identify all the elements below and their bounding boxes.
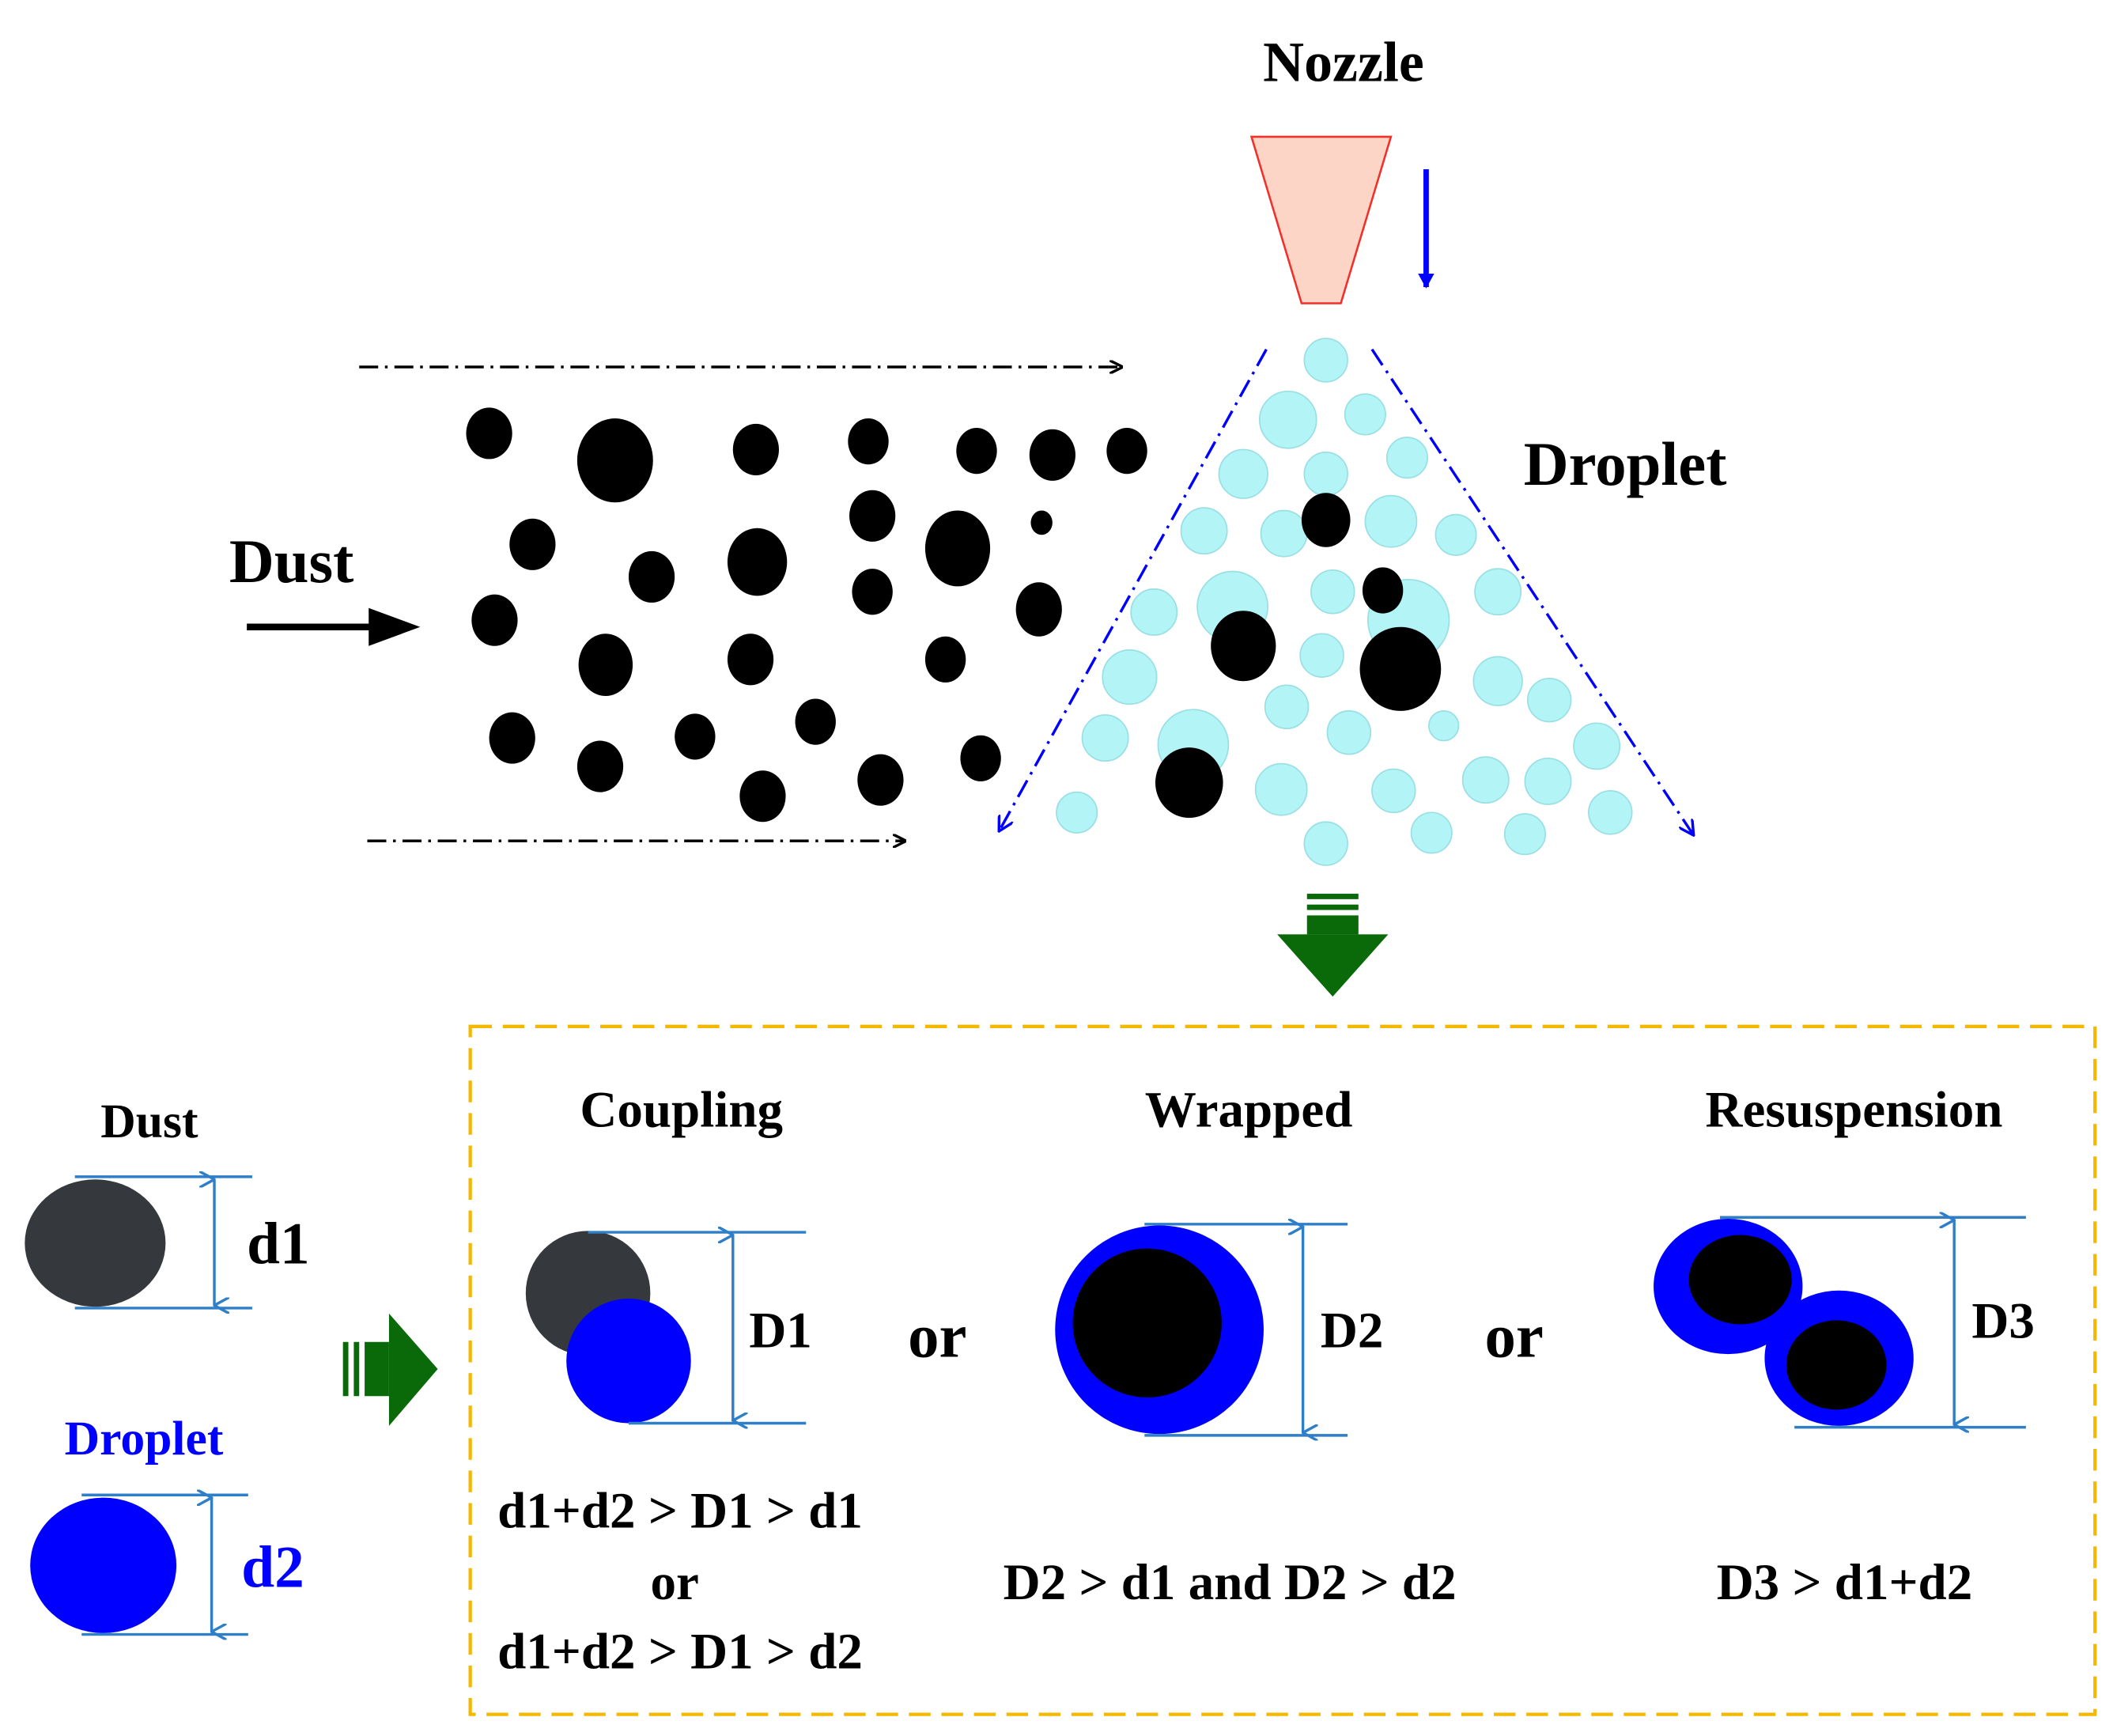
droplet [1410, 811, 1453, 854]
nozzle-label: Nozzle [1263, 31, 1424, 94]
spray-edge-right [1370, 348, 1693, 834]
dust-particle [857, 754, 904, 806]
dust-particle [1301, 493, 1351, 547]
dust-particle [727, 528, 788, 596]
coupling-condition-or: or [650, 1554, 698, 1611]
dust-particle [848, 418, 889, 465]
D1-label: D1 [749, 1303, 811, 1360]
droplet [1588, 790, 1633, 835]
dust-particle [471, 594, 518, 646]
dust-particle [466, 407, 512, 460]
dust-particle [578, 634, 633, 697]
dust-particle [576, 418, 653, 503]
droplet [1303, 821, 1348, 866]
droplet [1130, 588, 1178, 636]
dust-particle [849, 490, 896, 542]
dust-particle [739, 770, 786, 823]
dust-particle [509, 518, 556, 570]
dust-particle [924, 510, 991, 587]
droplet-top-label: Droplet [1524, 430, 1727, 499]
coupling-droplet [566, 1298, 691, 1424]
spray-edge-left [1000, 348, 1268, 830]
dust-legend-label: Dust [100, 1095, 198, 1148]
droplet-legend-particle [30, 1497, 177, 1633]
resuspension-dust-1 [1688, 1235, 1792, 1325]
droplet [1364, 494, 1418, 548]
dust-particle [1362, 567, 1404, 614]
droplet [1472, 656, 1523, 706]
droplet [1299, 633, 1344, 678]
resuspension-condition: D3 > d1+d2 [1717, 1554, 1973, 1611]
dust-particle [1106, 428, 1147, 475]
droplet [1056, 791, 1098, 834]
dust-particle [1015, 582, 1062, 637]
dust-particle [795, 698, 836, 745]
D2-label: D2 [1321, 1303, 1384, 1360]
dust-particle [1029, 429, 1075, 481]
dust-particle [675, 713, 716, 760]
dust-particle [956, 428, 997, 475]
droplet [1310, 569, 1355, 615]
dust-particle [852, 569, 893, 615]
coupling-condition-2: d1+d2 > D1 > d2 [497, 1623, 863, 1680]
droplet [1303, 452, 1348, 497]
resuspension-dust-2 [1786, 1320, 1887, 1410]
dust-particle [924, 636, 966, 683]
spray-droplets [1056, 338, 1633, 866]
wrapped-dust [1072, 1248, 1222, 1397]
droplet-legend-label: Droplet [65, 1412, 224, 1466]
wrapped-title: Wrapped [1145, 1082, 1353, 1139]
droplet [1385, 437, 1428, 479]
dust-particle [1155, 747, 1223, 819]
droplet [1303, 338, 1348, 383]
outcomes-box [468, 1024, 2097, 1716]
green-right-arrow [342, 1313, 438, 1426]
droplet [1371, 768, 1416, 814]
green-down-arrow [1277, 894, 1389, 997]
d1-label: d1 [247, 1211, 310, 1276]
droplet [1326, 710, 1372, 755]
nozzle [1249, 135, 1393, 304]
droplet [1573, 722, 1621, 770]
droplet [1260, 509, 1308, 558]
droplet [1264, 684, 1310, 730]
droplet [1524, 757, 1572, 805]
droplet [1474, 568, 1522, 616]
droplet [1218, 448, 1268, 499]
coupling-condition-1: d1+d2 > D1 > d1 [497, 1482, 863, 1539]
droplet [1344, 393, 1386, 436]
dust-particle [732, 423, 780, 475]
droplet [1254, 762, 1308, 816]
dust-particle [576, 740, 624, 792]
dust-particle [960, 735, 1001, 781]
dust-particle [1211, 611, 1276, 682]
D3-label: D3 [1971, 1293, 2035, 1350]
dust-particle [727, 634, 774, 686]
or-separator-1: or [908, 1303, 966, 1371]
droplet [1503, 813, 1546, 856]
droplet [1427, 710, 1460, 742]
dust-particle [1359, 626, 1442, 711]
droplet [1180, 507, 1228, 555]
wrapped-condition: D2 > d1 and D2 > d2 [1004, 1554, 1457, 1611]
coupling-title: Coupling [580, 1082, 783, 1139]
dust-particle [628, 550, 675, 603]
dust-inflow-arrowhead [369, 607, 421, 646]
droplet [1526, 677, 1572, 723]
dust-particle [1030, 510, 1053, 535]
droplet [1461, 756, 1510, 804]
d2-label: d2 [241, 1535, 304, 1601]
dust-legend-particle [25, 1179, 166, 1307]
dust-particles [466, 407, 1442, 823]
resuspension-title: Resuspension [1705, 1082, 2002, 1139]
dust-particle [489, 712, 535, 764]
dust-top-label: Dust [229, 528, 354, 596]
droplet [1081, 714, 1129, 762]
droplet [1102, 649, 1158, 705]
droplet [1434, 513, 1477, 556]
droplet [1258, 390, 1317, 449]
or-separator-2: or [1485, 1303, 1544, 1371]
